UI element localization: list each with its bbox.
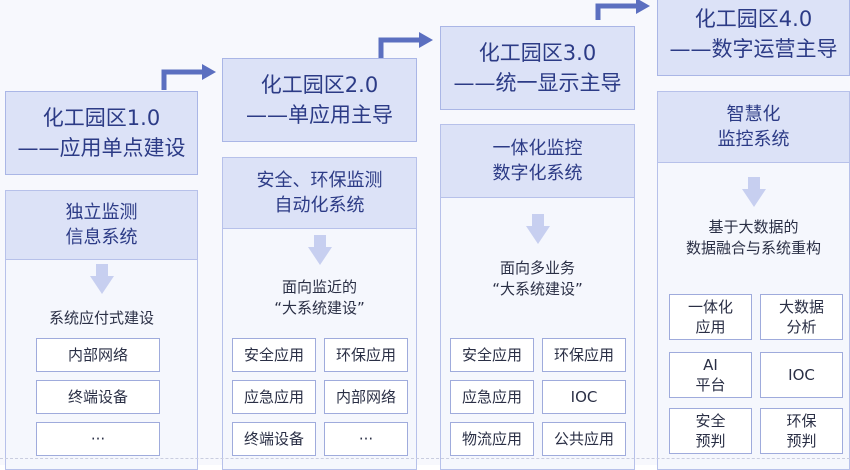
stage1-header: 化工园区1.0 ——应用单点建设 [5, 91, 198, 175]
stage4-item-label-line1: IOC [788, 366, 815, 384]
stage3-item-ioc[interactable]: IOC [542, 380, 626, 414]
stage1-item-more[interactable]: ··· [36, 422, 160, 456]
stage2-panel-title-line2: 自动化系统 [274, 195, 365, 216]
stage1-panel-title-line1: 独立监测 [65, 202, 138, 223]
stage1-description-line1: 系统应付式建设 [48, 309, 154, 327]
stage4-item-big-data[interactable]: 大数据 分析 [760, 294, 843, 340]
stage3-item-label: 应急应用 [461, 388, 522, 406]
stage3-panel: 一体化监控 数字化系统 面向多业务 “大系统建设” [440, 124, 635, 470]
stage4-panel: 智慧化 监控系统 基于大数据的 数据融合与系统重构 [657, 91, 850, 470]
stage4-item-label-line2: 平台 [695, 376, 726, 394]
down-arrow-icon [89, 264, 114, 294]
stage2-item-more[interactable]: ··· [324, 422, 408, 456]
stage3-description: 面向多业务 “大系统建设” [441, 258, 634, 300]
stage2-item-label: ··· [358, 430, 374, 448]
stage2-description-line1: 面向监近的 [281, 278, 357, 296]
stage2-item-environment[interactable]: 环保应用 [324, 338, 408, 372]
stage3-item-public[interactable]: 公共应用 [542, 422, 626, 456]
stage4-title: 化工园区4.0 [694, 7, 813, 31]
stage2-item-safety[interactable]: 安全应用 [232, 338, 316, 372]
stage4-item-label-line2: 应用 [695, 318, 726, 336]
stage3-item-emergency[interactable]: 应急应用 [450, 380, 534, 414]
stage4-description: 基于大数据的 数据融合与系统重构 [658, 217, 849, 259]
stage3-description-line2: “大系统建设” [492, 280, 583, 298]
stage4-item-label-line1: 安全 [695, 412, 726, 430]
stage1-description: 系统应付式建设 [6, 308, 197, 329]
down-arrow-icon [307, 235, 332, 265]
stage2-panel-title: 安全、环保监测 自动化系统 [223, 158, 416, 229]
stage1-subtitle: ——应用单点建设 [17, 136, 186, 160]
stage2-item-label: 环保应用 [335, 346, 396, 364]
stage4-item-label-line1: 一体化 [687, 298, 733, 316]
stage4-description-line1: 基于大数据的 [708, 218, 799, 236]
stage2-description-line2: “大系统建设” [274, 299, 365, 317]
stage2-header: 化工园区2.0 ——单应用主导 [222, 58, 417, 142]
stage3-header: 化工园区3.0 ——统一显示主导 [440, 26, 635, 110]
stage1-title: 化工园区1.0 [42, 106, 161, 130]
stage3-item-label: 安全应用 [461, 346, 522, 364]
stage1-panel-title: 独立监测 信息系统 [6, 191, 197, 260]
stage3-subtitle: ——统一显示主导 [453, 71, 622, 95]
stage4-item-label-line2: 预判 [695, 432, 726, 450]
stage4-item-label-line1: 环保 [786, 412, 817, 430]
stage4-header: 化工园区4.0 ——数字运营主导 [657, 0, 850, 76]
stage3-panel-title-line1: 一体化监控 [492, 138, 583, 159]
stage3-panel-title-line2: 数字化系统 [492, 163, 583, 184]
stage1-item-internal-network[interactable]: 内部网络 [36, 338, 160, 372]
stage4-item-label-line1: 大数据 [778, 298, 824, 316]
stage4-item-ioc[interactable]: IOC [760, 352, 843, 398]
stage2-description: 面向监近的 “大系统建设” [223, 277, 416, 319]
stage2-item-label: 安全应用 [243, 346, 304, 364]
stage4-item-safety-forecast[interactable]: 安全 预判 [669, 408, 752, 454]
stage4-item-label-line2: 分析 [786, 318, 817, 336]
stage4-item-environment-forecast[interactable]: 环保 预判 [760, 408, 843, 454]
stage2-title: 化工园区2.0 [260, 73, 379, 97]
stage2-item-terminal-devices[interactable]: 终端设备 [232, 422, 316, 456]
stage2-item-label: 内部网络 [335, 388, 396, 406]
stage2-panel-title-line1: 安全、环保监测 [256, 170, 383, 191]
stage4-panel-title-line1: 智慧化 [726, 104, 781, 125]
stage4-panel-title-line2: 监控系统 [717, 129, 790, 150]
stage2-item-label: 应急应用 [243, 388, 304, 406]
stage3-panel-title: 一体化监控 数字化系统 [441, 125, 634, 198]
stage1-item-label: 终端设备 [67, 388, 128, 406]
stage3-item-logistics[interactable]: 物流应用 [450, 422, 534, 456]
stage3-item-safety[interactable]: 安全应用 [450, 338, 534, 372]
stage3-description-line1: 面向多业务 [499, 259, 575, 277]
stage4-description-line2: 数据融合与系统重构 [685, 239, 821, 257]
stage2-item-emergency[interactable]: 应急应用 [232, 380, 316, 414]
down-arrow-icon [741, 177, 766, 207]
step-arrow-icon [595, 0, 650, 20]
stage3-item-label: 环保应用 [553, 346, 614, 364]
stage2-item-label: 终端设备 [243, 430, 304, 448]
stage1-panel-title-line2: 信息系统 [65, 227, 138, 248]
stage2-item-internal-network[interactable]: 内部网络 [324, 380, 408, 414]
step-arrow-icon [378, 32, 433, 58]
stage3-title: 化工园区3.0 [478, 41, 597, 65]
bottom-divider [0, 458, 850, 459]
stage4-subtitle: ——数字运营主导 [669, 37, 838, 61]
stage4-panel-title: 智慧化 监控系统 [658, 92, 849, 163]
stage4-item-integrated-app[interactable]: 一体化 应用 [669, 294, 752, 340]
down-arrow-icon [525, 214, 550, 244]
stage3-item-label: 公共应用 [553, 430, 614, 448]
stage3-item-label: IOC [570, 388, 598, 406]
stage1-item-label: ··· [90, 430, 106, 448]
stage4-item-label-line2: 预判 [786, 432, 817, 450]
stage4-item-label-line1: AI [703, 356, 718, 374]
stage3-item-environment[interactable]: 环保应用 [542, 338, 626, 372]
stage1-item-terminal-devices[interactable]: 终端设备 [36, 380, 160, 414]
stage3-item-label: 物流应用 [461, 430, 522, 448]
stage2-subtitle: ——单应用主导 [246, 103, 393, 127]
stage4-item-ai-platform[interactable]: AI 平台 [669, 352, 752, 398]
stage2-panel: 安全、环保监测 自动化系统 面向监近的 “大系统建设” [222, 157, 417, 470]
step-arrow-icon [161, 64, 216, 90]
stage1-item-label: 内部网络 [67, 346, 128, 364]
